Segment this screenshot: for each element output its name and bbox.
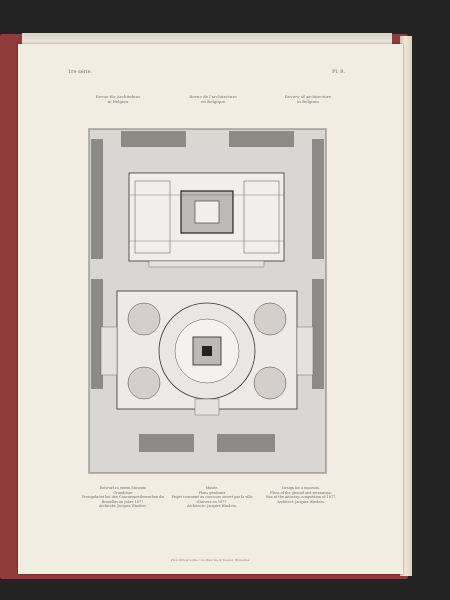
caption-german: Entwurf zu einem Museum Grundrisse Preis… <box>82 486 164 509</box>
garden-strip <box>229 131 294 147</box>
lower-floor-plan <box>100 290 314 416</box>
garden-strip <box>121 131 186 147</box>
title-german: Revue für Architektur in Belgien <box>95 94 141 104</box>
caption-french: Musée. Plans généraux Projet couronné au… <box>171 486 253 509</box>
page-stack-edge <box>400 36 412 576</box>
garden-strip <box>217 434 275 452</box>
plate-number: Pl. 8. <box>332 69 345 75</box>
garden-strip <box>91 279 103 389</box>
page-top-edge <box>22 33 392 45</box>
garden-strip <box>91 139 103 259</box>
caption-block: Entwurf zu einem Museum Grundrisse Preis… <box>82 486 342 509</box>
title-block: Revue für Architektur in Belgien Revue d… <box>78 94 348 104</box>
title-french: Revue de l'architecture en Belgique <box>189 94 237 104</box>
title-english: Review of architecture in Belgium <box>284 94 332 104</box>
caption-english: Design for a museum. Plans of the ground… <box>265 486 337 504</box>
printer-imprint: Photolithographie von Mauriès & Tessier,… <box>170 558 251 562</box>
architectural-plan-plate <box>88 128 327 474</box>
upper-floor-plan <box>128 172 285 268</box>
document-page: 1re série. Pl. 8. Revue für Architektur … <box>18 44 403 574</box>
garden-strip <box>312 279 324 389</box>
garden-strip <box>139 434 194 452</box>
garden-strip <box>312 139 324 259</box>
series-label: 1re série. <box>68 69 93 75</box>
floor-plan-drawing <box>89 129 326 473</box>
